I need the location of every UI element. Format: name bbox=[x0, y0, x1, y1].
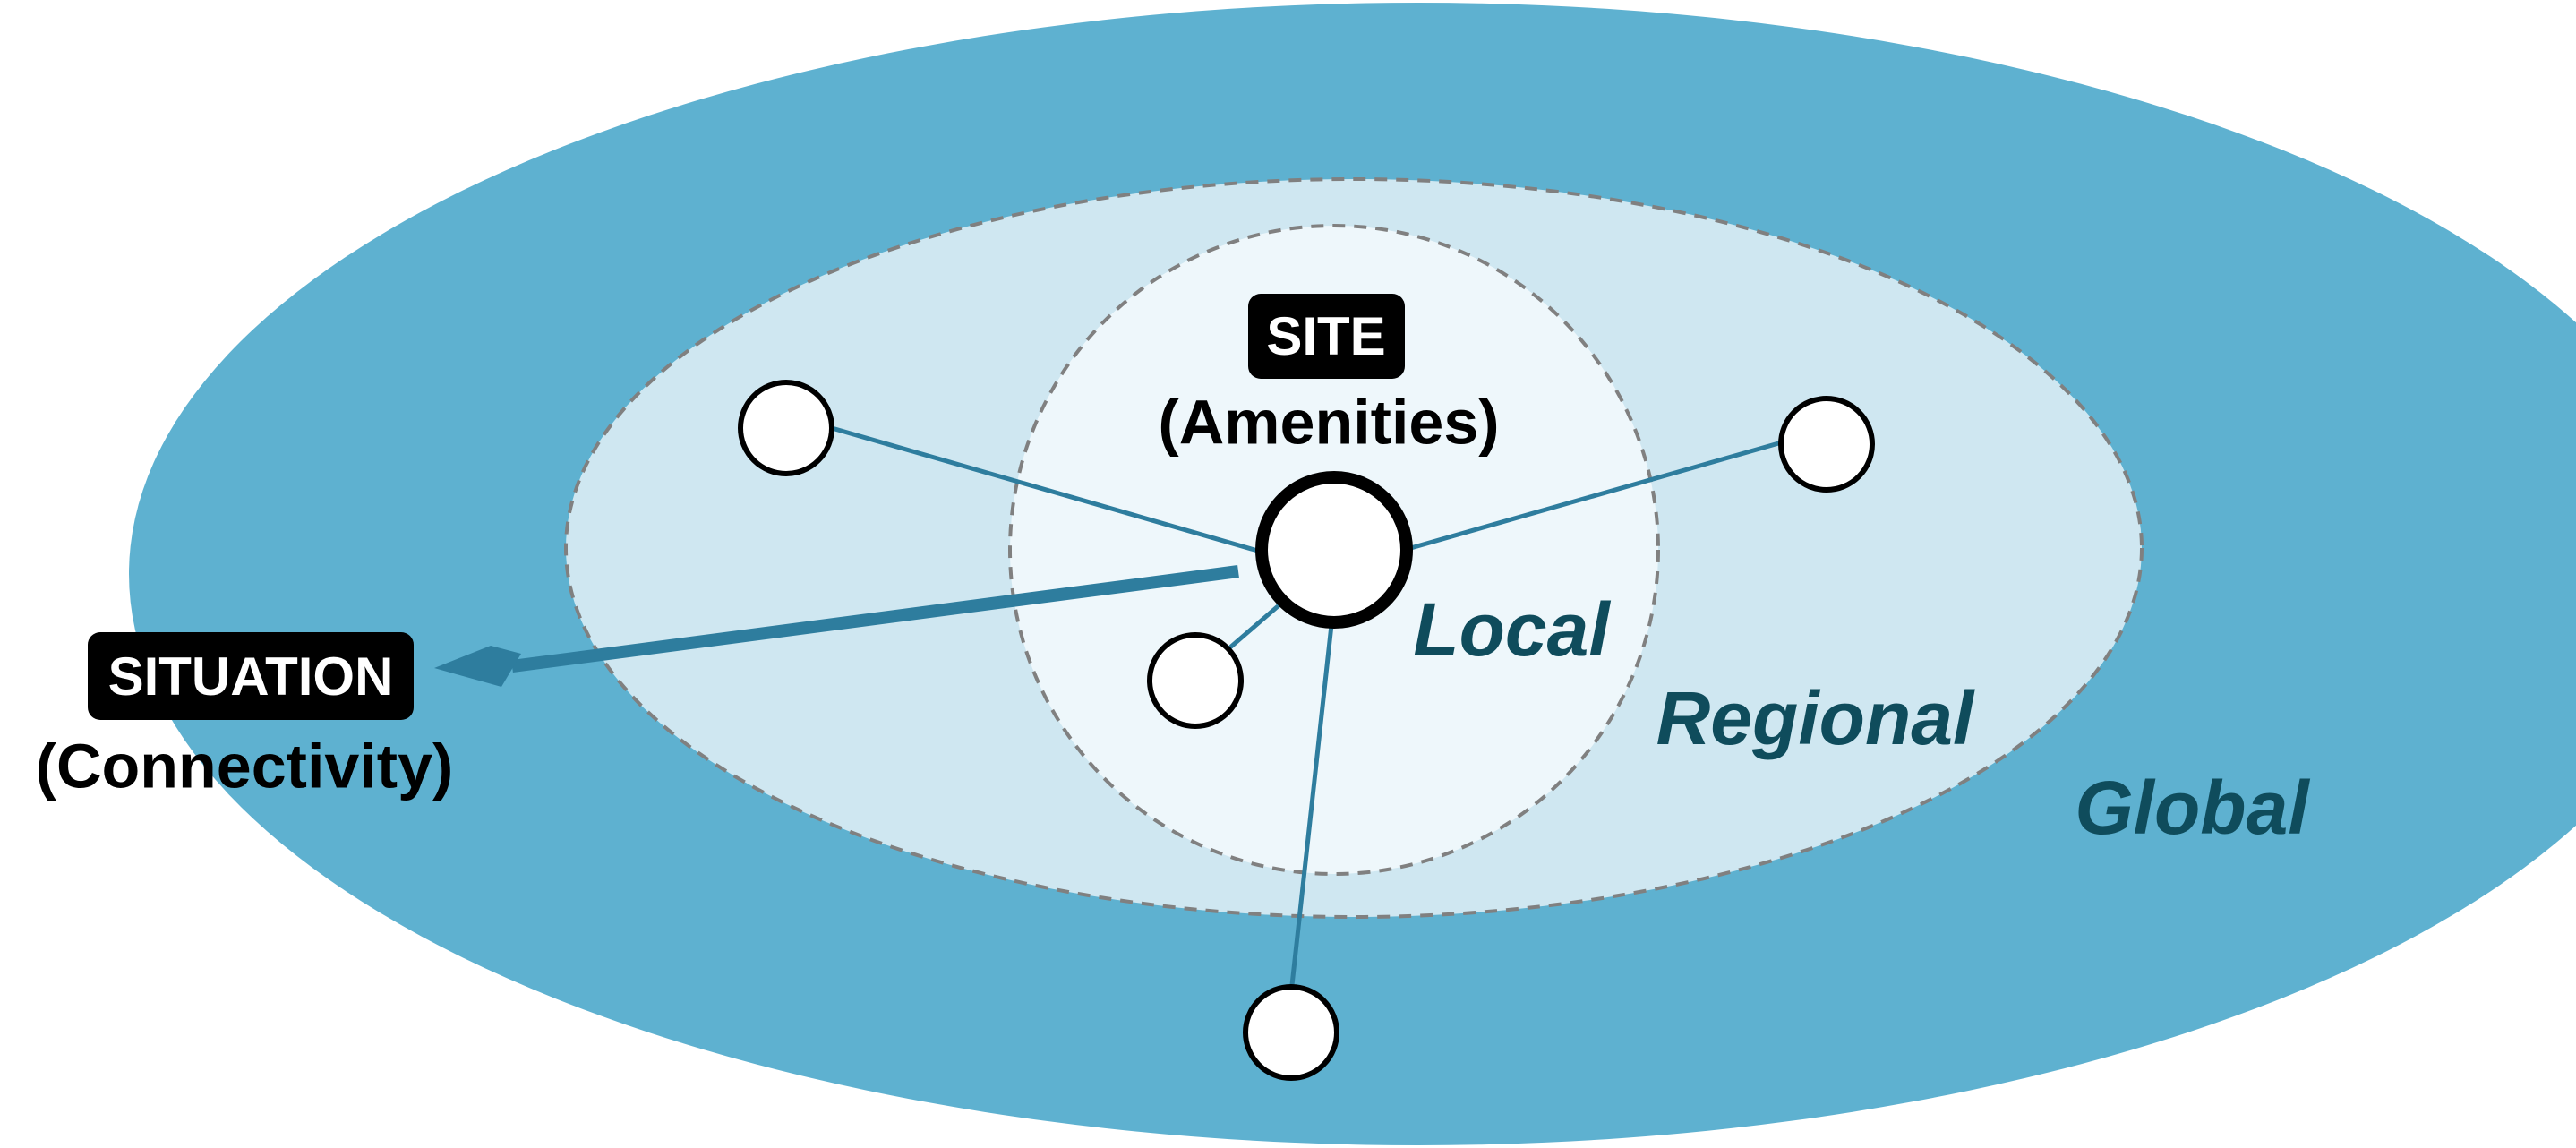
node-upper-right bbox=[1778, 396, 1875, 493]
connector-upper-right bbox=[1399, 440, 1784, 553]
node-bottom bbox=[1243, 984, 1339, 1081]
connector-lower-left bbox=[1228, 599, 1286, 649]
situation-label: SITUATION (Connectivity) bbox=[36, 632, 454, 801]
site-tag-text: SITE bbox=[1266, 306, 1385, 366]
node-lower-left bbox=[1147, 632, 1244, 729]
situation-tag-box bbox=[88, 632, 414, 720]
situation-subtitle: (Connectivity) bbox=[36, 731, 454, 801]
site-subtitle: (Amenities) bbox=[1158, 387, 1499, 457]
site-center-node bbox=[1255, 471, 1413, 629]
connector-lines bbox=[829, 425, 1784, 988]
peripheral-nodes bbox=[738, 380, 1875, 1081]
zone-label-local: Local bbox=[1413, 587, 1611, 672]
situation-tag-text: SITUATION bbox=[108, 647, 394, 707]
site-label: SITE (Amenities) bbox=[1158, 294, 1500, 457]
node-upper-left bbox=[738, 380, 834, 476]
site-tag-box bbox=[1248, 294, 1405, 379]
zone-label-global: Global bbox=[2075, 766, 2310, 850]
zone-label-regional: Regional bbox=[1656, 676, 1975, 760]
connectivity-arrow-icon bbox=[434, 565, 1239, 687]
connector-bottom bbox=[1289, 622, 1334, 988]
connector-upper-left bbox=[829, 425, 1270, 556]
